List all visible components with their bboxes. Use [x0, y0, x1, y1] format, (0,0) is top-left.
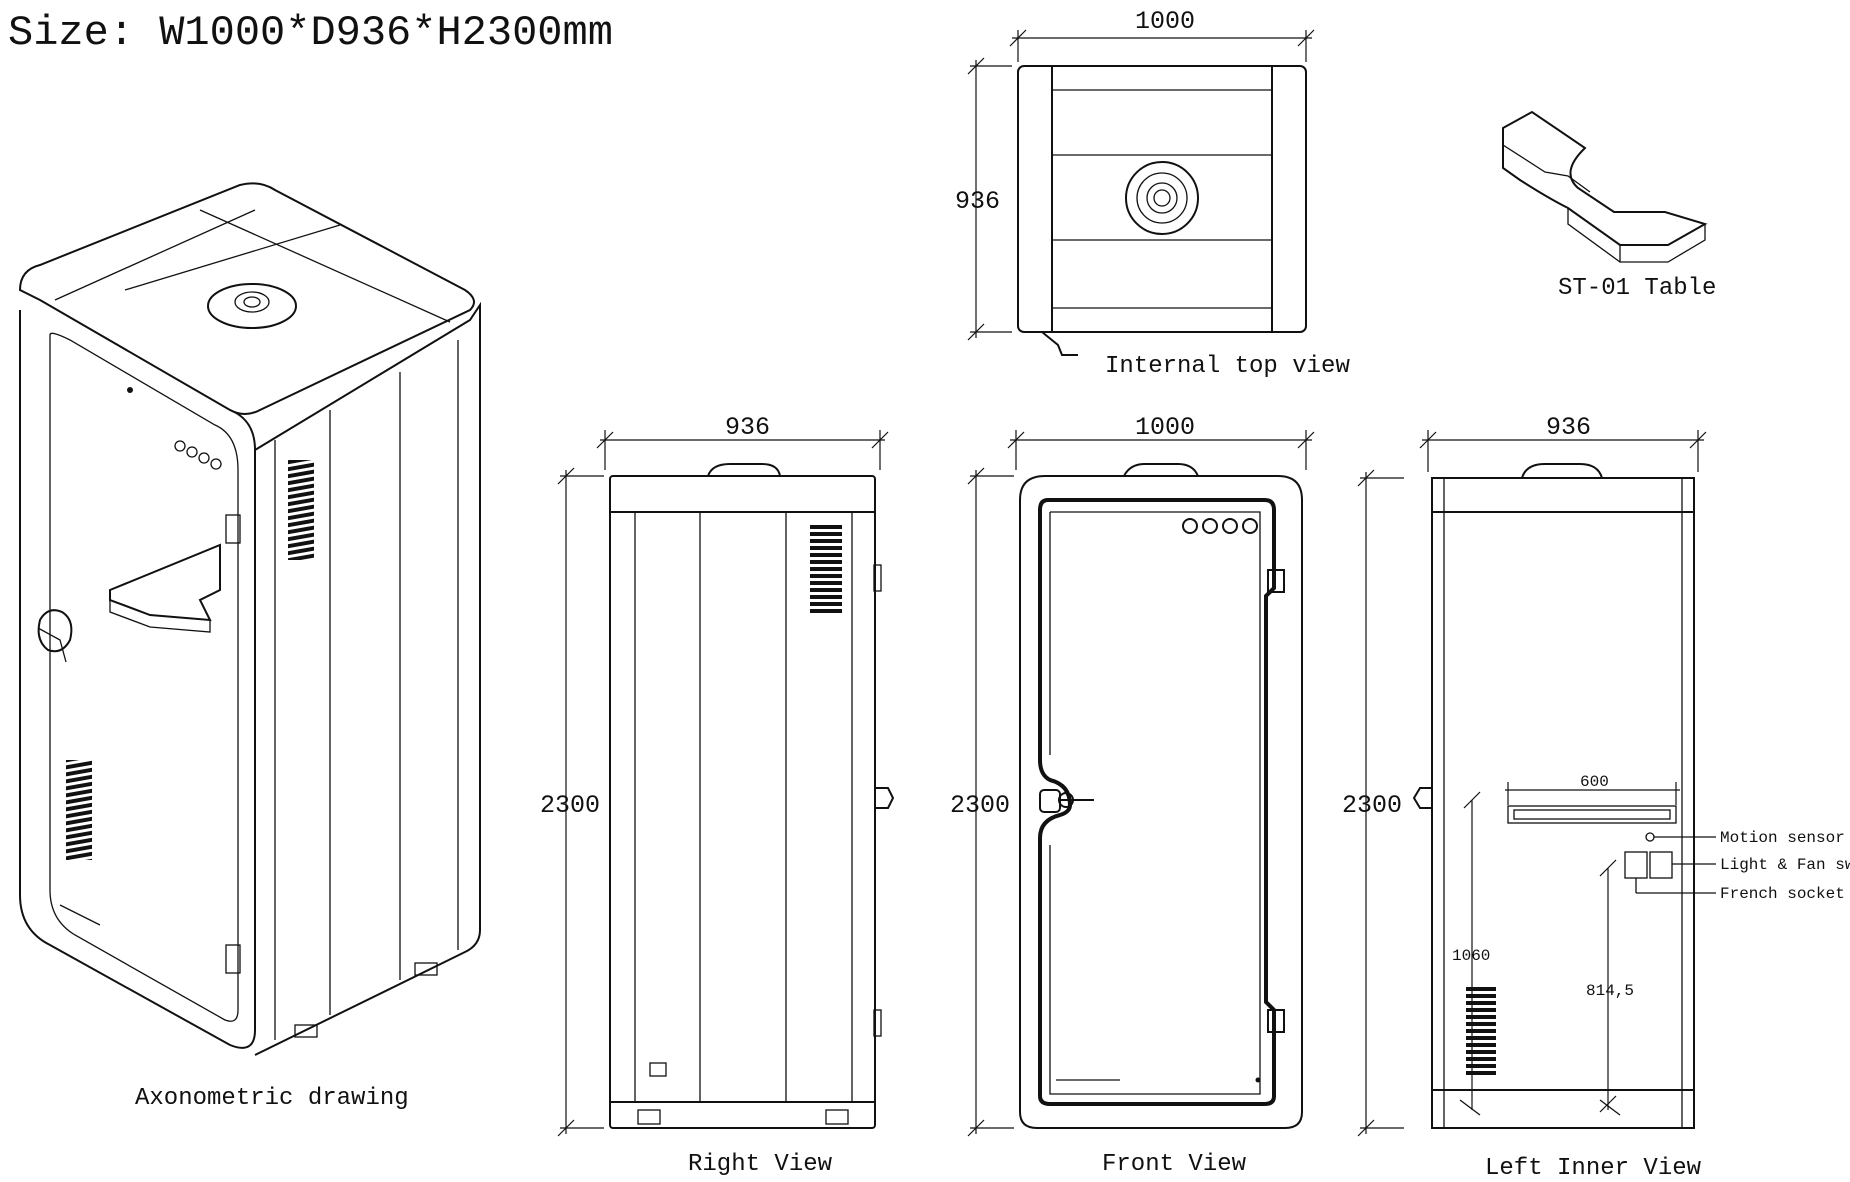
table-drawing: ST-01 Table [1502, 110, 1716, 302]
internal-top-view: 1000 936 Internal top view [955, 7, 1350, 380]
front-view: 1000 2300 Front View [950, 413, 1315, 1178]
top-width-dim: 1000 [1135, 7, 1195, 36]
internal-top-label: Internal top view [1105, 353, 1350, 380]
table-length-dim: 600 [1580, 773, 1609, 791]
axonometric-drawing: Axonometric drawing [18, 182, 481, 1112]
motion-sensor-label: Motion sensor [1720, 829, 1845, 847]
right-height-dim: 2300 [540, 791, 600, 820]
front-width-dim: 1000 [1135, 413, 1195, 442]
left-width-dim: 936 [1546, 413, 1591, 442]
size-title: Size: W1000*D936*H2300mm [8, 9, 613, 57]
right-view: 936 2300 Right View [540, 413, 895, 1178]
top-depth-dim: 936 [955, 187, 1000, 216]
left-height-dim: 2300 [1342, 791, 1402, 820]
left-inner-view: 600 1060 814,5 Motion sensor Light & Fan… [1342, 413, 1850, 1182]
socket-height-dim: 1060 [1452, 947, 1490, 965]
light-fan-switch-label: Light & Fan switch [1720, 856, 1850, 874]
right-width-dim: 936 [725, 413, 770, 442]
switch-height-dim: 814,5 [1586, 982, 1634, 1000]
right-view-label: Right View [688, 1151, 833, 1178]
axonometric-label: Axonometric drawing [135, 1085, 409, 1112]
front-height-dim: 2300 [950, 791, 1010, 820]
front-view-label: Front View [1102, 1151, 1247, 1178]
left-inner-view-label: Left Inner View [1485, 1155, 1702, 1182]
french-socket-label: French socket [1720, 885, 1845, 903]
table-label: ST-01 Table [1558, 275, 1716, 302]
